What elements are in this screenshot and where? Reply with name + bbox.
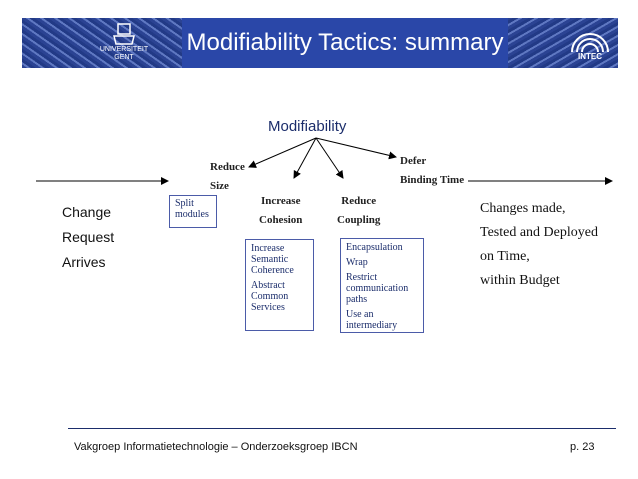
footer-department: Vakgroep Informatietechnologie – Onderzo… xyxy=(74,441,358,453)
ugent-logo-text: UNIVERSITEIT GENT xyxy=(99,46,149,61)
intec-logo-text: INTEC xyxy=(578,52,602,61)
response-line-3: on Time, xyxy=(480,249,530,264)
branch-increase-cohesion: Increase Cohesion xyxy=(259,192,302,230)
branch-increase-cohesion-line1: Increase xyxy=(260,195,301,207)
branch-defer-binding-line2: Binding Time xyxy=(400,174,465,186)
branch-reduce-coupling: Reduce Coupling xyxy=(337,192,380,230)
response-line-2: Tested and Deployed xyxy=(480,225,598,240)
response-line-1: Changes made, xyxy=(480,201,566,216)
slide-title: Modifiability Tactics: summary xyxy=(186,29,504,56)
branch-defer-binding: Defer Binding Time xyxy=(400,152,464,190)
tactic-use-an-intermediary: Use an intermediary xyxy=(346,309,398,331)
increase-cohesion-tactics-box: Increase Semantic Coherence Abstract Com… xyxy=(245,239,314,331)
root-node-modifiability: Modifiability xyxy=(268,118,347,135)
tactic-increase-semantic-coherence: Increase Semantic Coherence xyxy=(251,243,294,276)
title-band xyxy=(182,18,508,68)
branch-increase-cohesion-line2: Cohesion xyxy=(259,214,303,226)
branch-defer-binding-line1: Defer xyxy=(400,155,427,167)
reduce-coupling-tactics-box: Encapsulation Wrap Restrict communicatio… xyxy=(340,238,424,333)
branch-reduce-coupling-line2: Coupling xyxy=(337,214,381,226)
tactic-abstract-common-services: Abstract Common Services xyxy=(251,280,289,313)
branch-reduce-coupling-arrow xyxy=(315,137,344,179)
tactic-restrict-communication-paths: Restrict communication paths xyxy=(346,272,409,305)
tactic-encapsulation: Encapsulation xyxy=(346,242,403,253)
branch-increase-cohesion-arrow xyxy=(293,137,317,179)
tactic-wrap: Wrap xyxy=(346,257,368,268)
stimulus-text: Change Request Arrives xyxy=(62,200,114,275)
page-number: p. 23 xyxy=(570,441,595,453)
branch-reduce-size-line2: Size xyxy=(210,180,229,192)
tactic-split-modules: Split modules xyxy=(175,198,209,220)
ugent-logo-icon xyxy=(113,23,135,45)
stimulus-line-2: Request xyxy=(62,229,115,245)
stimulus-line-3: Arrives xyxy=(62,254,106,270)
response-line-4: within Budget xyxy=(480,273,560,288)
stimulus-line-1: Change xyxy=(62,204,112,220)
response-text: Changes made, Tested and Deployed on Tim… xyxy=(480,197,598,293)
intec-logo-icon xyxy=(571,33,609,53)
branch-reduce-coupling-line1: Reduce xyxy=(341,195,377,207)
branch-reduce-size-arrow xyxy=(248,137,317,168)
branch-reduce-size: Reduce Size xyxy=(210,158,245,196)
slide-header: Modifiability Tactics: summary UNIVERSIT… xyxy=(22,18,618,68)
reduce-size-tactics-box: Split modules xyxy=(169,195,217,228)
branch-reduce-size-line1: Reduce xyxy=(210,161,245,173)
branch-defer-binding-arrow xyxy=(315,137,397,160)
header-left-pattern xyxy=(22,18,182,68)
footer-divider xyxy=(68,428,616,429)
